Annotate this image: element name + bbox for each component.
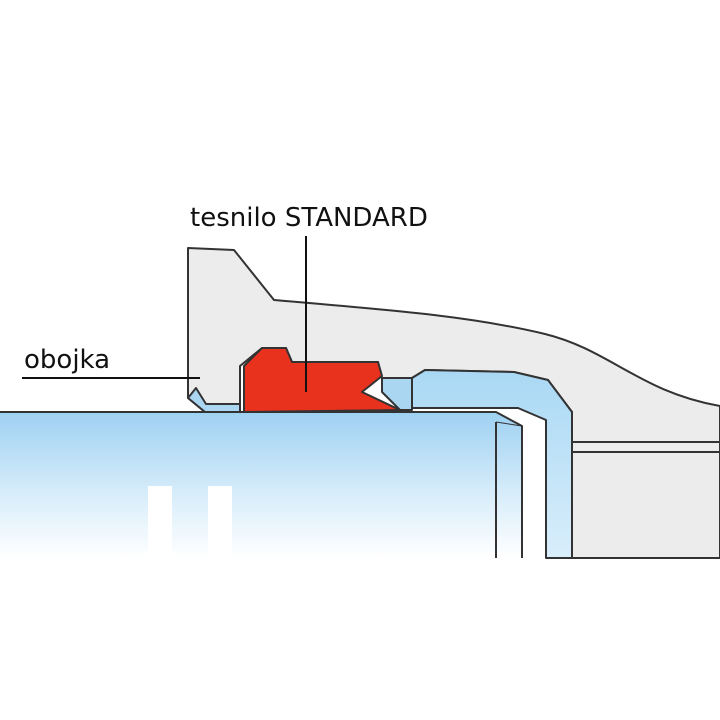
inner-sleeve	[411, 369, 573, 559]
insertion-mark-1	[148, 486, 172, 558]
insertion-mark-2	[208, 486, 232, 558]
seal-label: tesnilo STANDARD	[190, 203, 428, 233]
seal-standard	[243, 347, 401, 413]
pipe-inner-edge	[495, 421, 523, 427]
pipe-spigot	[0, 412, 522, 558]
seal-gap-region	[381, 377, 413, 411]
collar-label: obojka	[24, 345, 110, 375]
